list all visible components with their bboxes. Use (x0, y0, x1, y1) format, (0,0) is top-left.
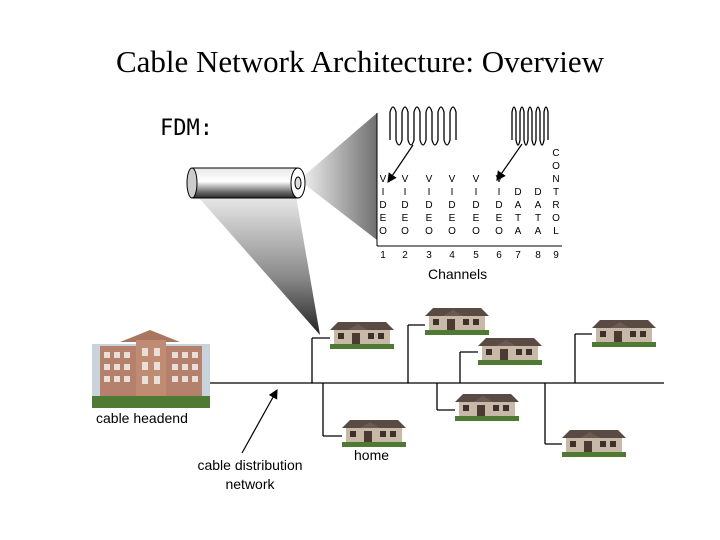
channel-number: 1 (380, 250, 386, 261)
video-channel-arrow (387, 144, 414, 183)
video-waveform-icon (389, 106, 457, 146)
fdm-label: FDM: (160, 116, 213, 141)
house-icon (342, 420, 406, 447)
channels-axis-label: Channels (428, 266, 488, 282)
zoom-cone (192, 190, 320, 335)
house-icon (562, 430, 626, 457)
house-icon (478, 338, 542, 365)
channel-number: 9 (553, 250, 559, 261)
data-waveform-icon (511, 106, 549, 146)
slide-title: Cable Network Architecture: Overview (115, 44, 605, 79)
distribution-label: cable distribution network (197, 457, 303, 492)
house-icon (425, 308, 489, 335)
channel-number: 5 (473, 250, 479, 261)
channel-number: 4 (449, 250, 455, 261)
channel-number: 3 (426, 250, 432, 261)
channel-number: 8 (535, 250, 541, 261)
house-icon (592, 320, 656, 347)
home-label: home (354, 447, 390, 463)
channel-number: 7 (515, 250, 521, 261)
channel-number: 6 (496, 250, 502, 261)
data-channel-arrow (496, 143, 523, 181)
distribution-arrow (241, 388, 278, 454)
distribution-lines (208, 324, 664, 445)
headend-building-image (92, 330, 210, 408)
coax-cable-icon (186, 167, 306, 199)
headend-label: cable headend (96, 410, 188, 426)
channel-number: 2 (402, 250, 408, 261)
zoom-beam (299, 113, 377, 240)
house-icon (330, 322, 394, 349)
house-icon (455, 394, 519, 421)
